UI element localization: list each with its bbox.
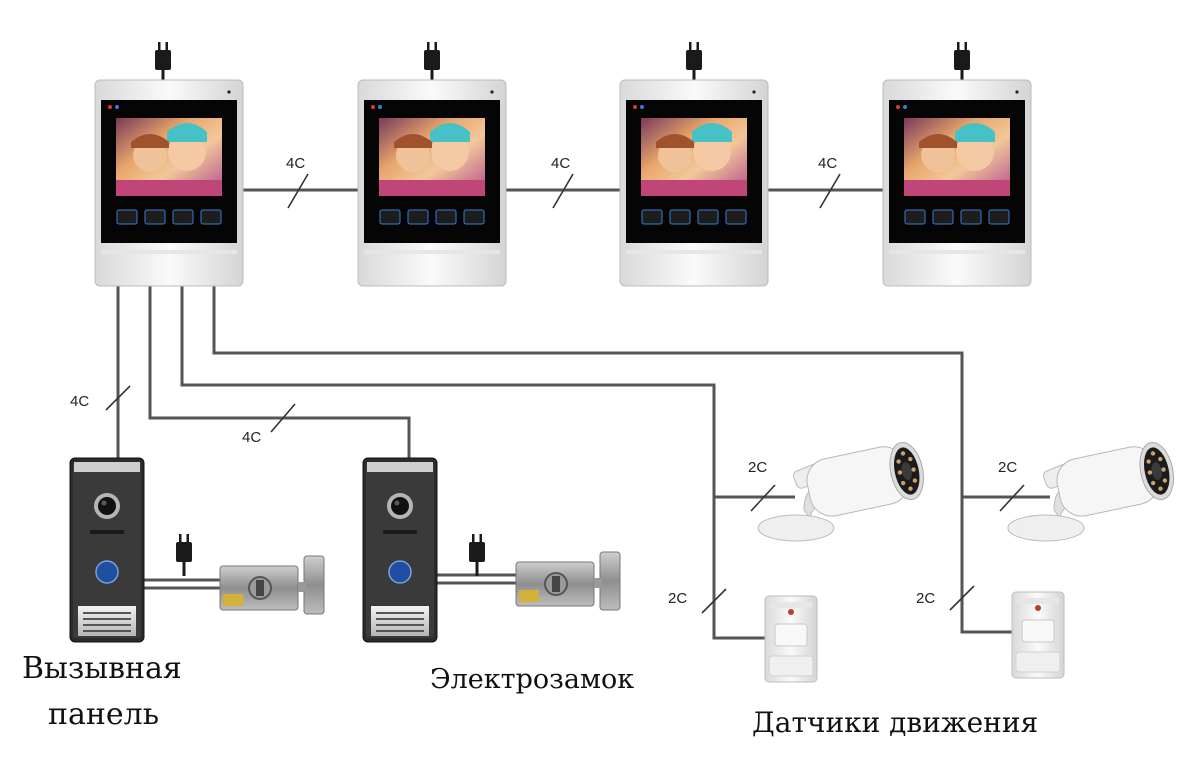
label-monitor-link-3: 4C: [818, 155, 837, 172]
motion-sensor-icon: [764, 595, 818, 683]
monitor-icon: [357, 79, 507, 287]
caption-call-panel-line1: Вызывная: [22, 651, 182, 686]
label-monitor-link-1: 4C: [286, 155, 305, 172]
electric-lock-icon: [515, 551, 621, 611]
wire-ticks: [105, 173, 1025, 614]
left-sensor-bus-wire: [180, 284, 765, 640]
wiring: [116, 188, 1050, 640]
wire-labels: 4C 4C 4C 4C 4C 2C 2C 2C 2C: [70, 155, 1017, 607]
panel-1-lock-wire: [142, 578, 225, 590]
label-sensor-1: 2C: [668, 590, 687, 607]
label-camera-2: 2C: [998, 459, 1017, 476]
monitor-icon: [619, 79, 769, 287]
monitor-icon: [94, 79, 244, 287]
label-panel-2: 4C: [242, 429, 261, 446]
cctv-camera-icon: [1007, 438, 1179, 542]
power-adapter-icon: [467, 532, 487, 578]
electric-lock-icon: [219, 555, 325, 615]
panel-2-wire: [148, 284, 411, 460]
cctv-camera-icon: [757, 438, 929, 542]
panel-2-lock-wire: [435, 573, 518, 585]
label-sensor-2: 2C: [916, 590, 935, 607]
power-adapter-icon: [153, 40, 173, 86]
call-panel-icon: [69, 457, 145, 643]
caption-call-panel-line2: панель: [48, 697, 159, 732]
power-adapter-icon: [952, 40, 972, 86]
label-camera-1: 2C: [748, 459, 767, 476]
power-adapter-icon: [422, 40, 442, 86]
caption-motion-sensors: Датчики движения: [752, 706, 1038, 739]
monitor-icon: [882, 79, 1032, 287]
right-sensor-bus-wire: [212, 284, 1015, 634]
call-panel-icon: [362, 457, 438, 643]
label-monitor-link-2: 4C: [551, 155, 570, 172]
power-adapter-icon: [684, 40, 704, 86]
motion-sensor-icon: [1011, 591, 1065, 679]
caption-electric-lock: Электрозамок: [430, 664, 634, 695]
label-panel-1: 4C: [70, 393, 89, 410]
power-adapter-icon: [174, 532, 194, 578]
